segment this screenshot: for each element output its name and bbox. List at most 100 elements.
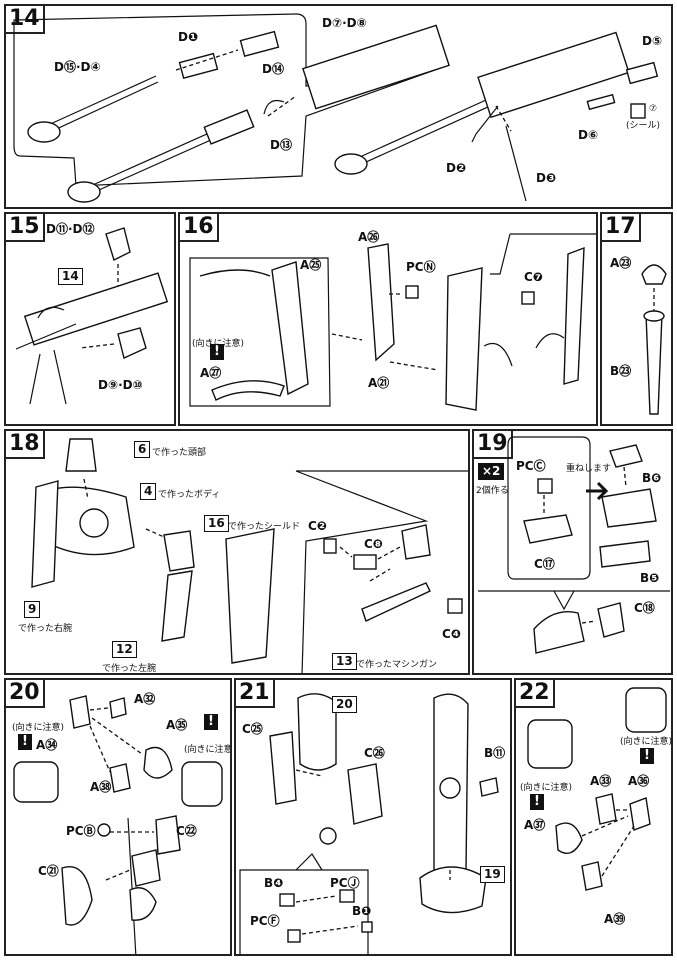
- label-c25: C㉕: [242, 722, 263, 736]
- label-d5: D⑤: [642, 34, 663, 48]
- step-21-panel: 21 C㉕ 20 C㉖ B⑪ 19 B❹ PCⒿ PCⒻ B❶: [234, 678, 512, 956]
- label-a27: A㉗: [200, 366, 222, 380]
- ref-step-20: 20: [332, 696, 357, 713]
- label-a39: A㊴: [604, 912, 626, 926]
- step-15-illustration: [15, 227, 169, 405]
- step-number: 15: [6, 214, 45, 242]
- step-22-panel: 22 (向きに注意) ! A㉝ A㊱ (向きに注意) ! A㊲ A㊴: [514, 678, 673, 956]
- label-c22: C㉒: [176, 824, 197, 838]
- step-number: 22: [516, 680, 555, 708]
- step-15-panel: 15 D⑪·D⑫ 14 D⑨·D⑩: [4, 212, 176, 426]
- label-d6: D⑥: [578, 128, 599, 142]
- caution-icon: !: [210, 344, 224, 360]
- label-a36: A㊱: [628, 774, 650, 788]
- label-left-arm: で作った左腕: [102, 664, 157, 674]
- ref-step-12: 12: [112, 641, 137, 658]
- label-machinegun: で作ったマシンガン: [356, 660, 438, 670]
- label-a38: A㊳: [90, 780, 112, 794]
- ref-step-13: 13: [332, 653, 357, 670]
- label-a33: A㉝: [590, 774, 612, 788]
- label-c18: C⑱: [634, 601, 655, 615]
- label-a21: A㉑: [368, 376, 390, 390]
- label-d2: D❷: [446, 161, 467, 175]
- label-b23: B㉓: [610, 364, 632, 378]
- label-layer: 重ねします: [566, 464, 612, 474]
- label-pcc: PCⒸ: [516, 459, 546, 473]
- label-shield: で作ったシールド: [228, 522, 301, 532]
- label-d11-d12: D⑪·D⑫: [46, 222, 95, 236]
- label-a26: A㉖: [358, 230, 380, 244]
- step-number: 20: [6, 680, 45, 708]
- ref-step-14: 14: [58, 268, 83, 285]
- label-pcn: PCⓃ: [406, 260, 436, 274]
- step-19-panel: 19 ×2 2個作る PCⒸ 重ねします B❻ C⑰ B❺ C⑱: [472, 429, 673, 675]
- label-c17: C⑰: [534, 557, 555, 571]
- label-c4: C❹: [442, 627, 461, 641]
- step-16-panel: 16 A㉕ A㉖ PCⓃ ! (向きに注意) A㉗ A㉑ C❼: [178, 212, 598, 426]
- step-21-illustration: [239, 693, 499, 954]
- step-number: 17: [602, 214, 641, 242]
- label-a32: A㉜: [134, 692, 156, 706]
- label-caution: (向きに注意): [192, 339, 245, 349]
- ref-step-19: 19: [480, 866, 505, 883]
- caution-icon: !: [530, 794, 544, 810]
- caution-icon: !: [204, 714, 218, 730]
- label-a37: A㊲: [524, 818, 546, 832]
- ref-step-6: 6: [134, 441, 151, 458]
- label-seal: (シール): [626, 121, 661, 131]
- label-c26: C㉖: [364, 746, 385, 760]
- step-number: 19: [474, 431, 513, 459]
- ref-step-16: 16: [204, 515, 229, 532]
- label-b4: B❹: [264, 876, 284, 890]
- label-a35: A㉟: [166, 718, 188, 732]
- label-c7: C❼: [524, 270, 543, 284]
- ref-step-4: 4: [140, 483, 157, 500]
- label-d3: D❸: [536, 171, 557, 185]
- ref-step-9: 9: [24, 601, 41, 618]
- label-b1: B❶: [352, 904, 372, 918]
- label-caution-right: (向きに注意): [184, 745, 232, 755]
- step-14-illustration: [13, 13, 659, 203]
- label-head: で作った頭部: [152, 448, 207, 458]
- label-make-two: 2個作る: [476, 486, 509, 496]
- label-c8: C❽: [364, 537, 383, 551]
- step-20-panel: 20 A㉜ A㉟ ! (向きに注意) ! A㉞ (向きに注意) A㊳ PCⒷ C…: [4, 678, 232, 956]
- step-14-panel: 14 D⑮·D④ D❶ D⑭ D⑦·D⑧ D⑬ D⑤ ⑦: [4, 4, 673, 209]
- caution-icon: !: [18, 734, 32, 750]
- step-number: 18: [6, 431, 45, 459]
- step-18-panel: 18 6 で作った頭部 4 で作ったボディ 16 で作ったシールド C❷ C❽ …: [4, 429, 470, 675]
- label-pcj: PCⒿ: [330, 876, 360, 890]
- label-b11: B⑪: [484, 746, 506, 760]
- step-17-illustration: [641, 264, 667, 415]
- step-18-illustration: [31, 438, 468, 673]
- label-a34: A㉞: [36, 738, 58, 752]
- label-d9-d10: D⑨·D⑩: [98, 378, 143, 392]
- label-d13: D⑬: [270, 138, 292, 152]
- label-b5: B❺: [640, 571, 660, 585]
- seal-mark: ⑦: [649, 104, 658, 114]
- label-caution-top: (向きに注意): [620, 737, 673, 747]
- label-b6: B❻: [642, 471, 662, 485]
- label-c2: C❷: [308, 519, 327, 533]
- label-d15-d4: D⑮·D④: [54, 60, 101, 74]
- label-right-arm: で作った右腕: [18, 624, 73, 634]
- caution-icon: !: [640, 748, 654, 764]
- step-20-illustration: [13, 695, 223, 954]
- label-caution-left: (向きに注意): [520, 783, 573, 793]
- step-16-illustration: [189, 233, 596, 411]
- step-number: 16: [180, 214, 219, 242]
- label-pcf: PCⒻ: [250, 914, 280, 928]
- label-pcb: PCⒷ: [66, 824, 96, 838]
- label-caution-left: (向きに注意): [12, 723, 65, 733]
- label-a25: A㉕: [300, 258, 322, 272]
- step-19-illustration: [478, 436, 670, 654]
- times-two-badge: ×2: [478, 463, 505, 480]
- label-d14: D⑭: [262, 62, 284, 76]
- step-22-illustration: [527, 687, 667, 891]
- step-17-panel: 17 A㉓ B㉓: [600, 212, 673, 426]
- label-body: で作ったボディ: [158, 490, 221, 500]
- label-a23: A㉓: [610, 256, 632, 270]
- label-d1: D❶: [178, 30, 199, 44]
- step-number: 21: [236, 680, 275, 708]
- label-d7-d8: D⑦·D⑧: [322, 16, 367, 30]
